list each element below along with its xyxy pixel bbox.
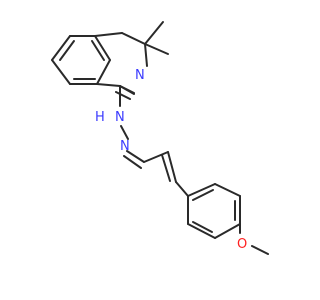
bond bbox=[119, 85, 135, 94]
bond bbox=[94, 32, 123, 37]
atom-labels: N N H N O bbox=[95, 68, 247, 252]
bond bbox=[91, 40, 105, 61]
bond bbox=[167, 151, 177, 183]
bond bbox=[214, 223, 241, 239]
imine-nitrogen-label: N bbox=[135, 68, 145, 83]
bond bbox=[144, 21, 164, 45]
methoxy-oxygen-label: O bbox=[237, 237, 247, 252]
hydrazone-nitrogen-label: N bbox=[120, 139, 130, 154]
bond bbox=[51, 35, 71, 61]
bond bbox=[144, 43, 169, 55]
bond bbox=[126, 150, 145, 163]
bond bbox=[192, 221, 213, 233]
bond bbox=[59, 40, 75, 61]
bond bbox=[115, 91, 131, 100]
bond bbox=[123, 155, 142, 169]
bond bbox=[94, 35, 111, 61]
bond bbox=[214, 183, 241, 197]
bond bbox=[51, 59, 71, 85]
bond bbox=[96, 59, 111, 85]
hydrazone-nh-nitrogen-label: N bbox=[115, 110, 125, 125]
skeleton-bonds bbox=[51, 21, 269, 255]
bond bbox=[251, 245, 269, 255]
bond bbox=[192, 189, 214, 201]
hydrazone-nh-hydrogen-label: H bbox=[95, 110, 105, 125]
bond bbox=[175, 181, 189, 197]
bond bbox=[121, 32, 146, 45]
bond bbox=[120, 125, 129, 140]
bond bbox=[161, 154, 171, 182]
bond bbox=[187, 223, 216, 239]
molecule-structure-diagram: N N H N O bbox=[51, 21, 269, 255]
bond bbox=[96, 83, 121, 87]
bond bbox=[144, 43, 148, 67]
bond bbox=[187, 183, 216, 197]
bond bbox=[143, 151, 169, 163]
